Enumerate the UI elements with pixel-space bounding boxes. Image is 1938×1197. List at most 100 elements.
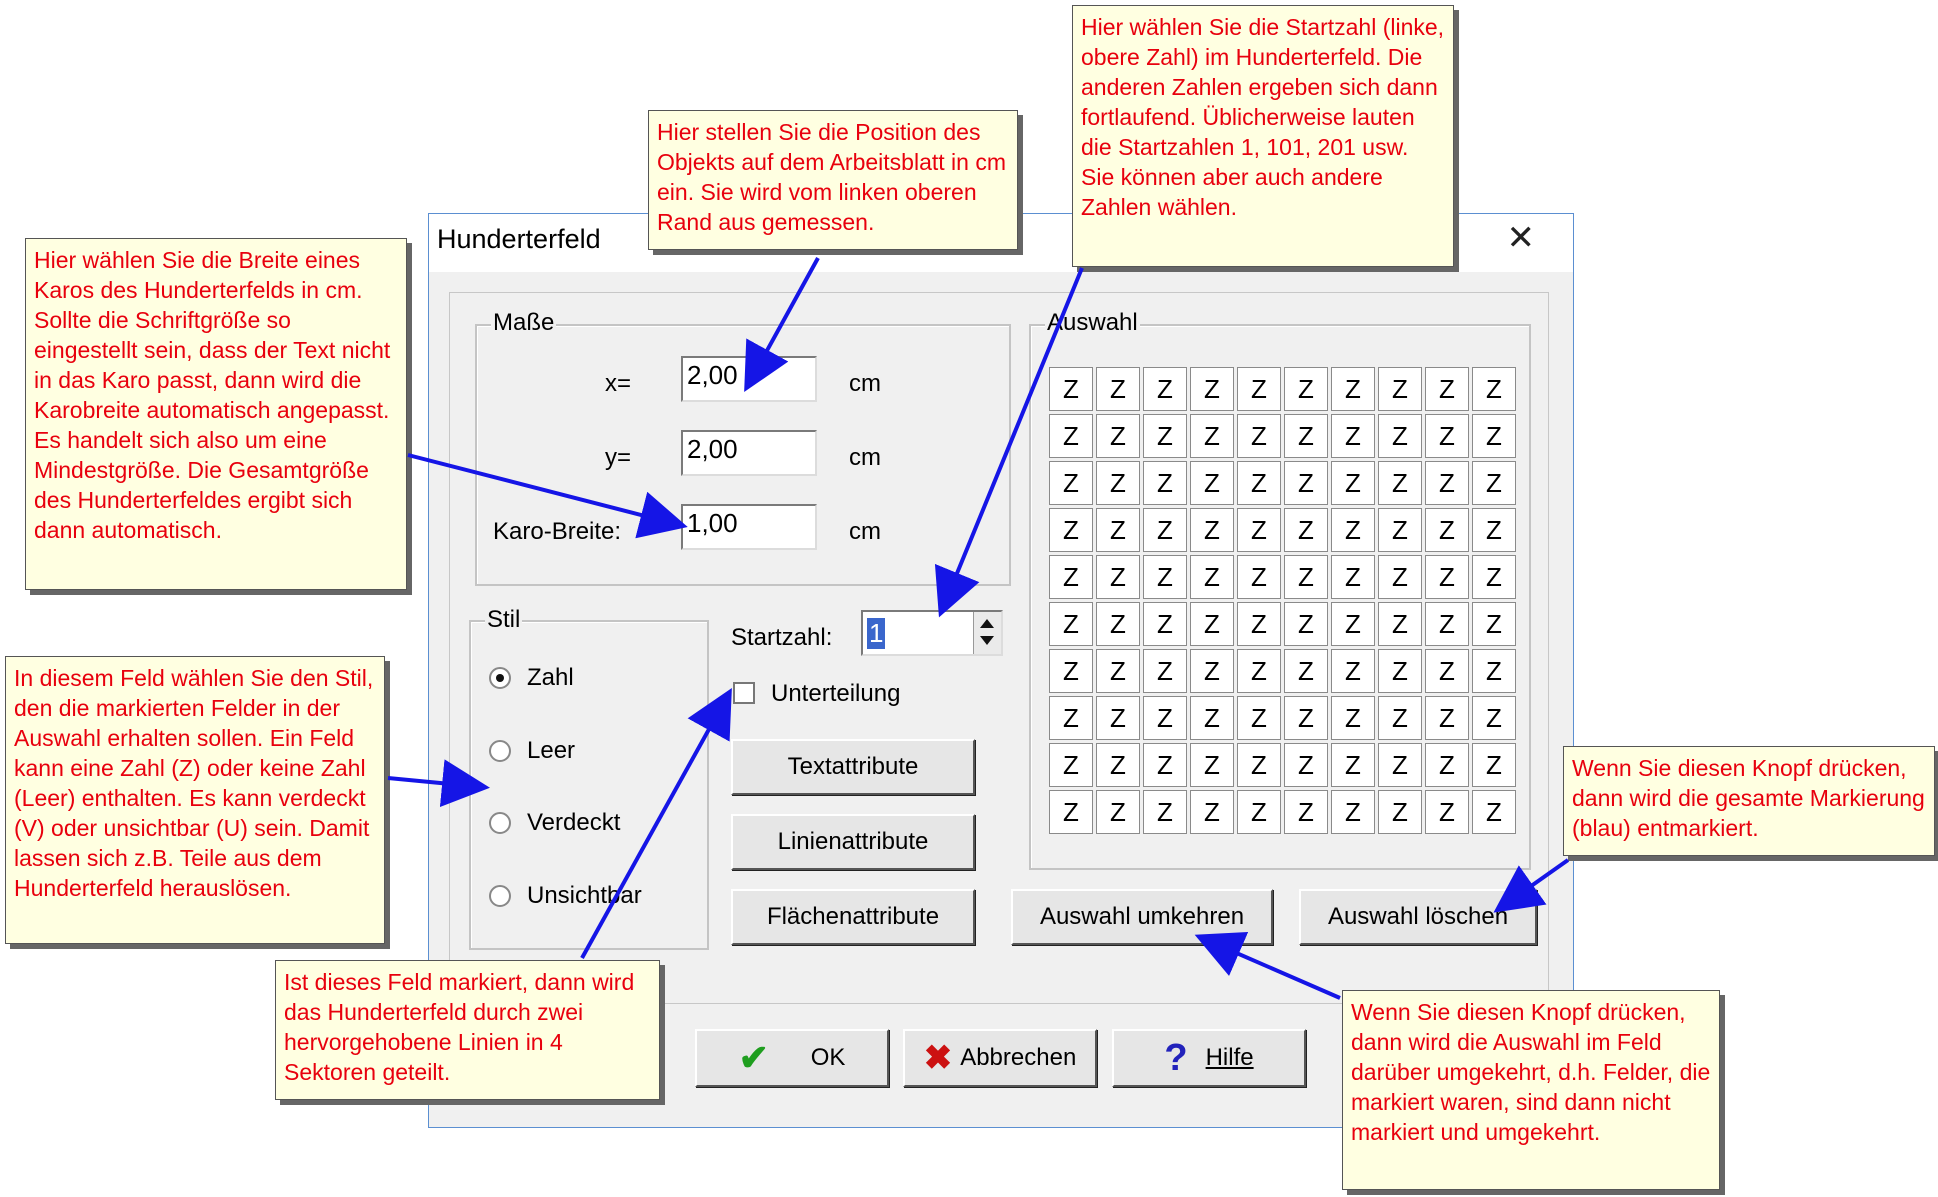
grid-cell[interactable]: Z: [1190, 743, 1234, 787]
grid-cell[interactable]: Z: [1049, 743, 1093, 787]
flaechenattribute-button[interactable]: Flächenattribute: [731, 889, 975, 945]
grid-cell[interactable]: Z: [1378, 461, 1422, 505]
grid-cell[interactable]: Z: [1425, 555, 1469, 599]
grid-cell[interactable]: Z: [1143, 367, 1187, 411]
spin-up-icon[interactable]: [980, 619, 994, 628]
grid-cell[interactable]: Z: [1049, 367, 1093, 411]
grid-cell[interactable]: Z: [1237, 508, 1281, 552]
radio-verdeckt[interactable]: [489, 812, 511, 834]
grid-cell[interactable]: Z: [1143, 649, 1187, 693]
grid-cell[interactable]: Z: [1190, 414, 1234, 458]
close-icon[interactable]: ✕: [1506, 219, 1536, 257]
grid-cell[interactable]: Z: [1096, 555, 1140, 599]
grid-cell[interactable]: Z: [1472, 649, 1516, 693]
grid-cell[interactable]: Z: [1190, 367, 1234, 411]
grid-cell[interactable]: Z: [1284, 790, 1328, 834]
grid-cell[interactable]: Z: [1096, 367, 1140, 411]
karo-field[interactable]: 1,00: [681, 504, 817, 550]
grid-cell[interactable]: Z: [1378, 743, 1422, 787]
grid-cell[interactable]: Z: [1143, 790, 1187, 834]
grid-cell[interactable]: Z: [1425, 743, 1469, 787]
grid-cell[interactable]: Z: [1378, 696, 1422, 740]
grid-cell[interactable]: Z: [1049, 790, 1093, 834]
grid-cell[interactable]: Z: [1425, 696, 1469, 740]
radio-leer-label[interactable]: Leer: [527, 737, 576, 764]
textattribute-button[interactable]: Textattribute: [731, 739, 975, 795]
ok-button[interactable]: ✔ OK: [695, 1029, 889, 1087]
grid-cell[interactable]: Z: [1049, 555, 1093, 599]
grid-cell[interactable]: Z: [1331, 743, 1375, 787]
grid-cell[interactable]: Z: [1143, 696, 1187, 740]
grid-cell[interactable]: Z: [1096, 508, 1140, 552]
grid-cell[interactable]: Z: [1143, 461, 1187, 505]
grid-cell[interactable]: Z: [1143, 743, 1187, 787]
grid-cell[interactable]: Z: [1378, 602, 1422, 646]
grid-cell[interactable]: Z: [1049, 414, 1093, 458]
grid-cell[interactable]: Z: [1472, 461, 1516, 505]
grid-cell[interactable]: Z: [1472, 602, 1516, 646]
radio-zahl[interactable]: [489, 667, 511, 689]
grid-cell[interactable]: Z: [1190, 508, 1234, 552]
unterteilung-checkbox[interactable]: [733, 682, 755, 704]
grid-cell[interactable]: Z: [1190, 649, 1234, 693]
grid-cell[interactable]: Z: [1284, 414, 1328, 458]
grid-cell[interactable]: Z: [1190, 790, 1234, 834]
startzahl-spinner[interactable]: [973, 612, 1001, 654]
grid-cell[interactable]: Z: [1096, 790, 1140, 834]
grid-cell[interactable]: Z: [1096, 414, 1140, 458]
y-field[interactable]: 2,00: [681, 430, 817, 476]
grid-cell[interactable]: Z: [1237, 790, 1281, 834]
grid-cell[interactable]: Z: [1378, 367, 1422, 411]
grid-cell[interactable]: Z: [1425, 790, 1469, 834]
grid-cell[interactable]: Z: [1425, 367, 1469, 411]
grid-cell[interactable]: Z: [1190, 602, 1234, 646]
grid-cell[interactable]: Z: [1237, 461, 1281, 505]
grid-cell[interactable]: Z: [1237, 414, 1281, 458]
grid-cell[interactable]: Z: [1049, 602, 1093, 646]
grid-cell[interactable]: Z: [1284, 461, 1328, 505]
grid-cell[interactable]: Z: [1096, 461, 1140, 505]
grid-cell[interactable]: Z: [1284, 649, 1328, 693]
grid-cell[interactable]: Z: [1237, 555, 1281, 599]
grid-cell[interactable]: Z: [1284, 508, 1328, 552]
grid-cell[interactable]: Z: [1284, 367, 1328, 411]
grid-cell[interactable]: Z: [1472, 555, 1516, 599]
grid-cell[interactable]: Z: [1425, 414, 1469, 458]
grid-cell[interactable]: Z: [1472, 790, 1516, 834]
grid-cell[interactable]: Z: [1143, 555, 1187, 599]
grid-cell[interactable]: Z: [1378, 508, 1422, 552]
radio-leer[interactable]: [489, 740, 511, 762]
grid-cell[interactable]: Z: [1425, 649, 1469, 693]
grid-cell[interactable]: Z: [1378, 555, 1422, 599]
grid-cell[interactable]: Z: [1425, 508, 1469, 552]
grid-cell[interactable]: Z: [1143, 602, 1187, 646]
grid-cell[interactable]: Z: [1331, 555, 1375, 599]
grid-cell[interactable]: Z: [1096, 602, 1140, 646]
grid-cell[interactable]: Z: [1331, 461, 1375, 505]
grid-cell[interactable]: Z: [1425, 461, 1469, 505]
hilfe-button[interactable]: ? Hilfe: [1112, 1029, 1306, 1087]
grid-cell[interactable]: Z: [1331, 414, 1375, 458]
grid-cell[interactable]: Z: [1331, 367, 1375, 411]
linienattribute-button[interactable]: Linienattribute: [731, 814, 975, 870]
grid-cell[interactable]: Z: [1049, 508, 1093, 552]
startzahl-field[interactable]: 1: [861, 610, 1003, 656]
grid-cell[interactable]: Z: [1472, 414, 1516, 458]
grid-cell[interactable]: Z: [1472, 696, 1516, 740]
grid-cell[interactable]: Z: [1472, 508, 1516, 552]
grid-cell[interactable]: Z: [1284, 743, 1328, 787]
grid-cell[interactable]: Z: [1472, 743, 1516, 787]
grid-cell[interactable]: Z: [1378, 649, 1422, 693]
radio-zahl-label[interactable]: Zahl: [527, 664, 574, 691]
grid-cell[interactable]: Z: [1284, 602, 1328, 646]
grid-cell[interactable]: Z: [1331, 508, 1375, 552]
grid-cell[interactable]: Z: [1237, 649, 1281, 693]
grid-cell[interactable]: Z: [1096, 649, 1140, 693]
grid-cell[interactable]: Z: [1190, 461, 1234, 505]
grid-cell[interactable]: Z: [1284, 696, 1328, 740]
grid-cell[interactable]: Z: [1143, 414, 1187, 458]
grid-cell[interactable]: Z: [1472, 367, 1516, 411]
grid-cell[interactable]: Z: [1331, 696, 1375, 740]
grid-cell[interactable]: Z: [1237, 743, 1281, 787]
grid-cell[interactable]: Z: [1331, 790, 1375, 834]
